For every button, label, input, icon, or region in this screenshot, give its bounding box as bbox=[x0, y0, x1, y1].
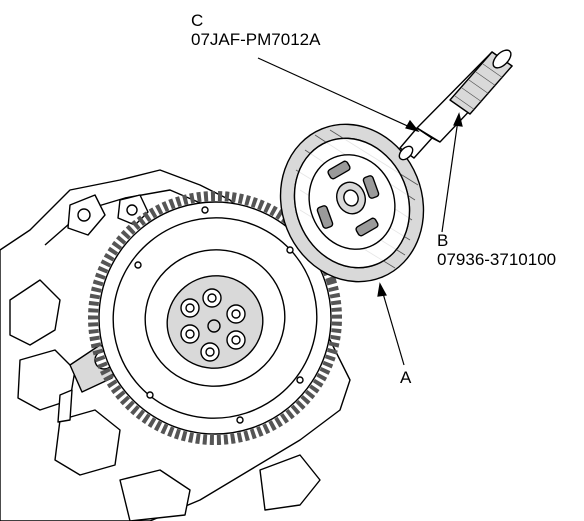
callout-c-part-number: 07JAF-PM7012A bbox=[191, 30, 321, 49]
callout-b-part-number: 07936-3710100 bbox=[437, 250, 557, 269]
flywheel bbox=[88, 191, 342, 445]
callout-b-letter: B bbox=[437, 231, 449, 250]
clutch-alignment-shaft bbox=[398, 49, 513, 161]
callout-a-letter: A bbox=[400, 368, 412, 387]
leader-lines bbox=[257, 57, 463, 366]
callout-c-letter: C bbox=[191, 11, 204, 30]
flywheel-bolts bbox=[180, 288, 246, 362]
ring-gear-teeth bbox=[88, 191, 342, 445]
damper-springs bbox=[316, 160, 380, 237]
clutch-disc bbox=[279, 123, 425, 283]
